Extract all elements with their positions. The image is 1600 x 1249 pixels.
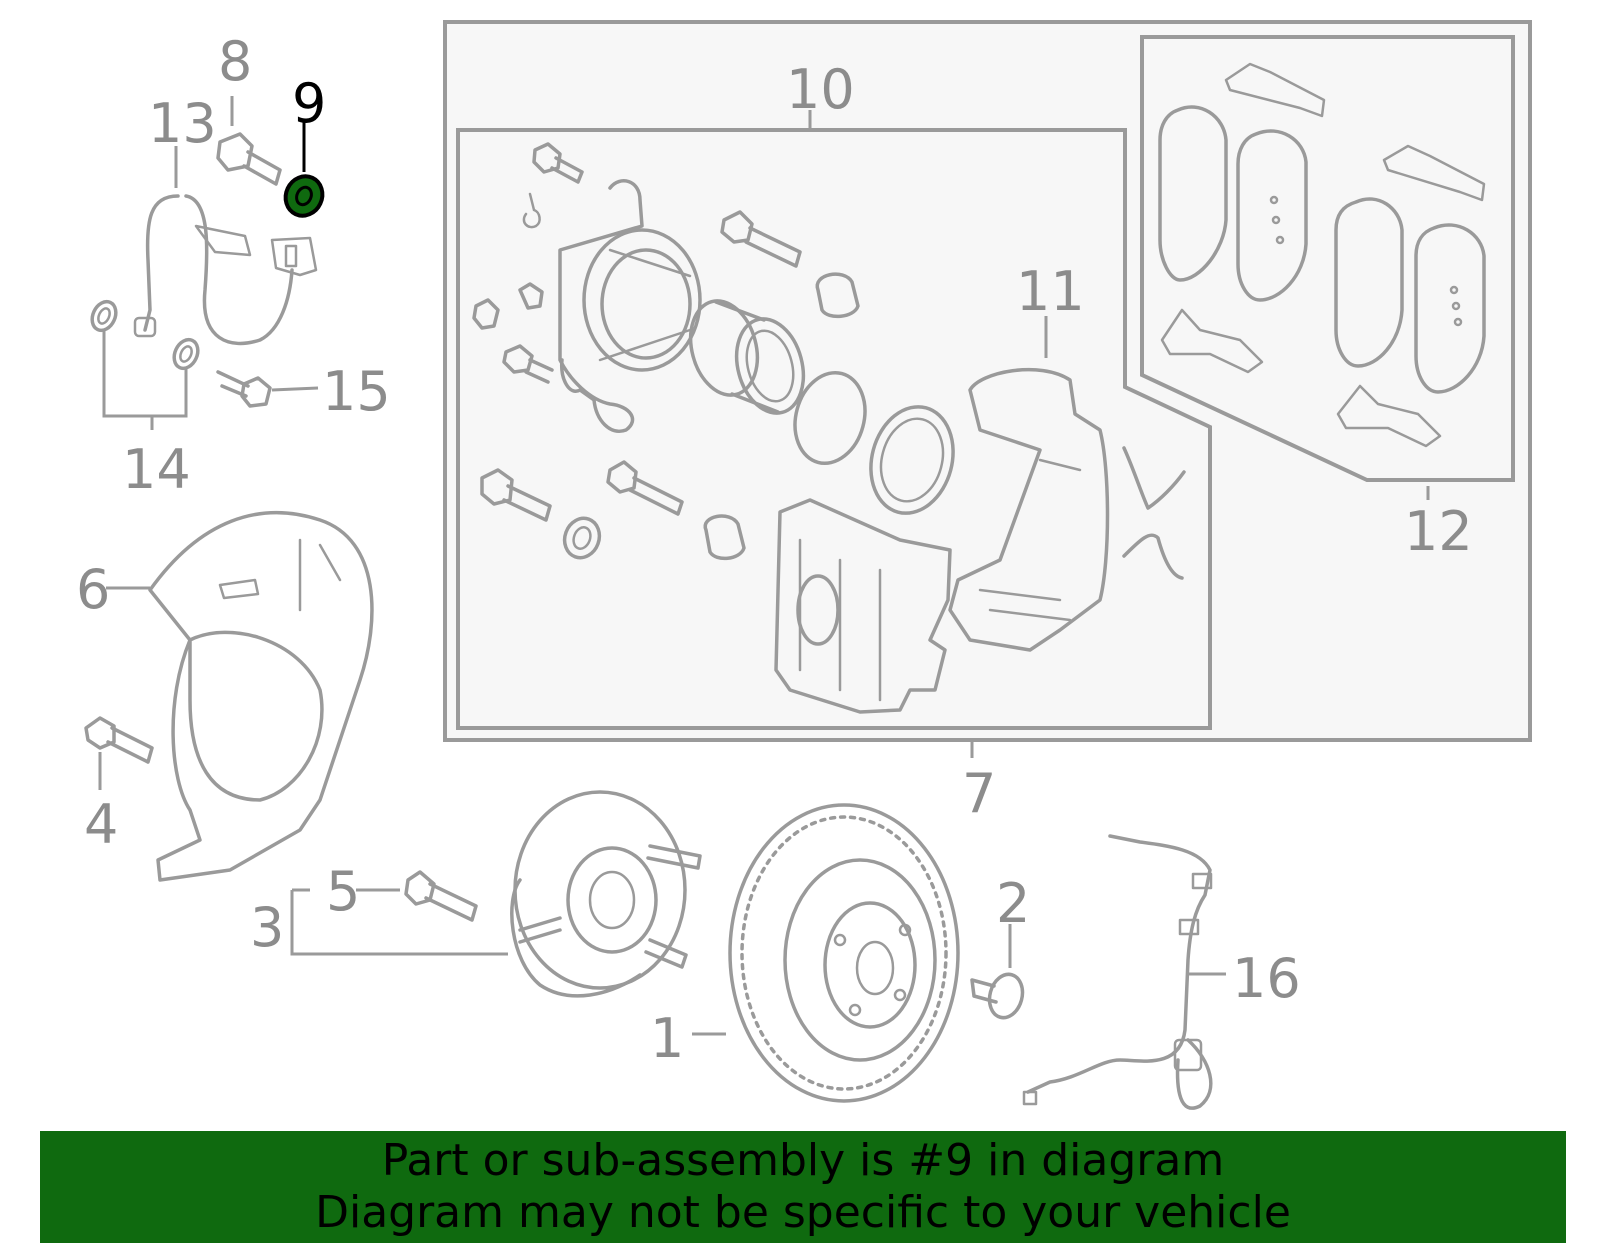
wheel-speed-sensor <box>1022 834 1213 1110</box>
brake-rotor <box>728 803 960 1103</box>
callout-15: 15 <box>322 360 391 423</box>
brake-hose <box>133 194 318 346</box>
callout-3: 3 <box>250 896 284 959</box>
callouts: 1 2 3 4 5 6 7 8 9 10 11 12 13 14 15 16 <box>76 30 1473 1070</box>
pad-hardware <box>1160 62 1486 448</box>
caliper-small-parts <box>472 142 860 561</box>
callout-6: 6 <box>76 558 110 621</box>
bolt-8 <box>216 132 282 186</box>
dust-boot <box>869 405 955 515</box>
callout-16: 16 <box>1232 947 1301 1010</box>
info-banner: Part or sub-assembly is #9 in diagram Di… <box>40 1131 1566 1243</box>
dust-shield <box>148 510 374 882</box>
caliper-housing <box>774 498 952 714</box>
piston-seal <box>793 370 867 466</box>
washers-14 <box>90 299 200 371</box>
bolt-4 <box>84 716 154 764</box>
stud-5 <box>404 870 478 922</box>
callout-10: 10 <box>786 58 855 121</box>
assembly-box-12 <box>1140 35 1515 482</box>
washer-9-highlighted <box>283 174 325 218</box>
piston <box>688 299 806 415</box>
callout-8: 8 <box>218 30 252 93</box>
callout-4: 4 <box>84 793 118 856</box>
callout-13: 13 <box>148 92 217 155</box>
callout-7: 7 <box>962 762 996 825</box>
callout-1: 1 <box>650 1007 684 1070</box>
brake-pads <box>1158 105 1486 394</box>
callout-11: 11 <box>1016 260 1085 323</box>
banner-line-1: Part or sub-assembly is #9 in diagram <box>381 1135 1225 1186</box>
callout-2: 2 <box>996 872 1030 935</box>
leader-lines <box>98 96 1430 1036</box>
wheel-hub <box>510 790 702 998</box>
callout-9: 9 <box>292 72 326 135</box>
callout-14: 14 <box>122 438 191 501</box>
callout-5: 5 <box>326 860 360 923</box>
anti-rattle-springs <box>1122 446 1186 580</box>
bolt-15 <box>216 370 272 408</box>
screw-2 <box>970 972 1025 1020</box>
assembly-box-10 <box>456 128 1212 730</box>
caliper-support <box>948 367 1110 652</box>
callout-12: 12 <box>1404 500 1473 563</box>
banner-line-2: Diagram may not be specific to your vehi… <box>315 1187 1291 1238</box>
caliper-bracket <box>558 179 702 433</box>
